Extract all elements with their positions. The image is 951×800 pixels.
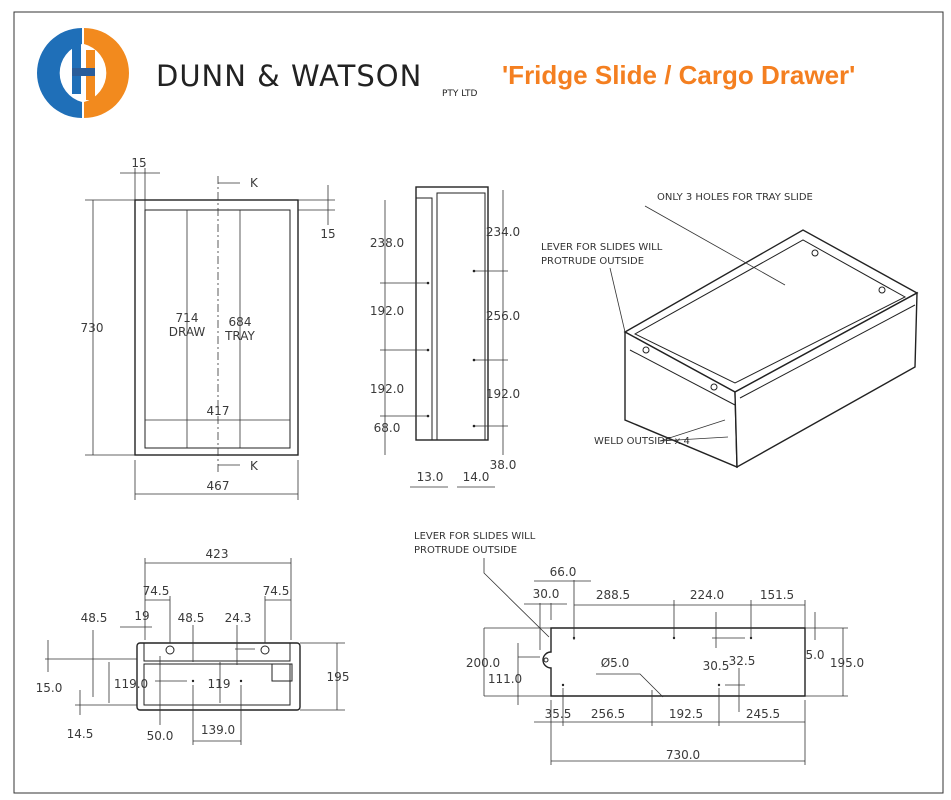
dim-plan-192: 192.5 bbox=[669, 707, 703, 721]
end-view bbox=[45, 558, 345, 745]
section-mark-bottom: K bbox=[250, 459, 259, 473]
dim-end-hole-spacing: 139.0 bbox=[201, 723, 235, 737]
dim-end-left-hole: 74.5 bbox=[143, 584, 170, 598]
dim-side-right-1: 234.0 bbox=[486, 225, 520, 239]
dim-side-bottom-2: 14.0 bbox=[463, 470, 490, 484]
dim-side-left-1: 238.0 bbox=[370, 236, 404, 250]
company-name: DUNN & WATSON bbox=[156, 59, 422, 93]
dim-right-flange: 15 bbox=[320, 227, 335, 241]
note-weld: WELD OUTSIDE x 4 bbox=[594, 436, 690, 447]
dim-end-height: 195 bbox=[327, 670, 350, 684]
company-logo bbox=[37, 28, 129, 118]
dim-end-left-119: 119.0 bbox=[114, 677, 148, 691]
dim-plan-66: 66.0 bbox=[550, 565, 577, 579]
dim-plan-730: 730.0 bbox=[666, 748, 700, 762]
dim-height: 730 bbox=[81, 321, 104, 335]
note-lever-line2: PROTRUDE OUTSIDE bbox=[541, 256, 644, 267]
dim-end-right-hole: 74.5 bbox=[263, 584, 290, 598]
dim-plan-diameter: Ø5.0 bbox=[601, 656, 630, 670]
note-lever-line1: LEVER FOR SLIDES WILL bbox=[541, 242, 663, 253]
company-suffix: PTY LTD bbox=[442, 89, 478, 99]
isometric-view bbox=[609, 205, 919, 469]
dim-plan-30: 30.0 bbox=[533, 587, 560, 601]
dim-end-mid-48: 48.5 bbox=[178, 611, 205, 625]
dim-plan-5: 5.0 bbox=[805, 648, 824, 662]
dim-end-hole-x: 50.0 bbox=[147, 729, 174, 743]
front-view bbox=[85, 168, 335, 500]
dim-side-right-2: 256.0 bbox=[486, 309, 520, 323]
dim-end-flange: 19 bbox=[134, 609, 149, 623]
dim-plan-30-5: 30.5 bbox=[703, 659, 730, 673]
dim-plan-256: 256.5 bbox=[591, 707, 625, 721]
plan-note-line2: PROTRUDE OUTSIDE bbox=[414, 545, 517, 556]
dim-plan-288: 288.5 bbox=[596, 588, 630, 602]
dim-end-lip: 15.0 bbox=[36, 681, 63, 695]
dim-side-left-2: 192.0 bbox=[370, 304, 404, 318]
dim-plan-200: 200.0 bbox=[466, 656, 500, 670]
dim-plan-32-5: 32.5 bbox=[729, 654, 756, 668]
dim-top-flange: 15 bbox=[131, 156, 146, 170]
drawing-title: 'Fridge Slide / Cargo Drawer' bbox=[502, 60, 855, 90]
note-holes: ONLY 3 HOLES FOR TRAY SLIDE bbox=[657, 192, 813, 203]
side-view bbox=[380, 186, 508, 488]
plan-view bbox=[483, 558, 848, 765]
dim-draw-depth: 714 bbox=[176, 311, 199, 325]
dim-plan-224: 224.0 bbox=[690, 588, 724, 602]
dim-side-right-3: 192.0 bbox=[486, 387, 520, 401]
label-tray: TRAY bbox=[224, 329, 255, 343]
dim-side-right-4: 38.0 bbox=[490, 458, 517, 472]
dim-end-hole-offset: 24.3 bbox=[225, 611, 252, 625]
dim-outer-width: 467 bbox=[207, 479, 230, 493]
dim-end-overall: 423 bbox=[206, 547, 229, 561]
dim-side-bottom-1: 13.0 bbox=[417, 470, 444, 484]
dim-inner-width: 417 bbox=[207, 404, 230, 418]
dim-end-mid-119: 119 bbox=[208, 677, 231, 691]
dim-end-left-48: 48.5 bbox=[81, 611, 108, 625]
dim-side-left-4: 68.0 bbox=[374, 421, 401, 435]
plan-note-line1: LEVER FOR SLIDES WILL bbox=[414, 531, 536, 542]
dim-plan-245: 245.5 bbox=[746, 707, 780, 721]
dim-tray-depth: 684 bbox=[229, 315, 252, 329]
dim-side-left-3: 192.0 bbox=[370, 382, 404, 396]
dim-plan-35: 35.5 bbox=[545, 707, 572, 721]
dim-plan-195: 195.0 bbox=[830, 656, 864, 670]
label-draw: DRAW bbox=[169, 325, 206, 339]
dim-plan-151: 151.5 bbox=[760, 588, 794, 602]
dim-plan-111: 111.0 bbox=[488, 672, 522, 686]
dim-end-bottom-lip: 14.5 bbox=[67, 727, 94, 741]
section-mark-top: K bbox=[250, 176, 259, 190]
